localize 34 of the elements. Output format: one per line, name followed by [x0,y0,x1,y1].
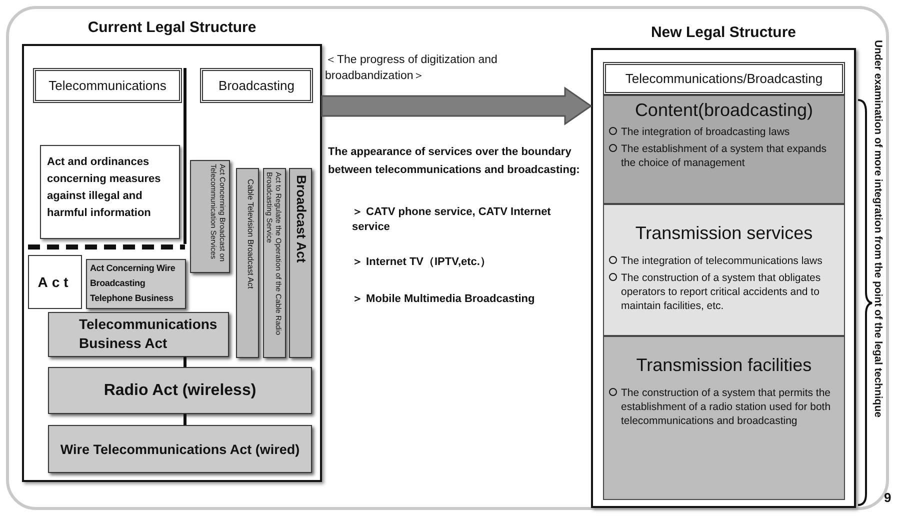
section-title: Content(broadcasting) [634,100,814,121]
law-box: Act [28,255,82,309]
law-box: Radio Act (wireless) [48,367,312,414]
side-note: Under examination of more integration from the point of the legal technique [871,40,884,420]
law-box: Broadcast Act [289,168,312,358]
law-box: Cable Television Broadcast Act [236,168,259,358]
page-number: 9 [884,490,892,505]
category-header: Telecommunications [33,68,182,103]
note-text: The appearance of services over the boundary between telecommunications and broadcasting: [328,145,581,178]
law-box: Act and ordinances concerning measures against illegal and harmful information [40,145,180,239]
section-box [603,95,845,204]
service-item: ＞ Mobile Multimedia Broadcasting [352,292,536,307]
law-box: Telecommunications Business Act [48,312,229,357]
section-title: Transmission facilities [635,355,813,376]
panel-heading: Current Legal Structure [86,18,258,38]
connector-line [184,414,186,425]
bullet-item: The construction of a system that obligates operators to report critical accidents and to maintain facilities, etc. [608,271,840,313]
section-box [603,336,845,500]
connector-line [184,357,186,367]
trend-note: ＜The progress of digitization and broadbandization＞ [325,53,498,84]
service-item: ＞ CATV phone service, CATV Internet service [352,205,552,235]
service-item: ＞ Internet TV（IPTV,etc.） [352,255,492,270]
bullet-item: The establishment of a system that expands the choice of management [608,142,840,170]
bullet-item: The integration of telecommunications laws [608,254,840,268]
law-box: Act Concerning Wire Broadcasting Telephone Business [86,259,186,309]
category-header: Telecommunications/Broadcasting [603,62,845,95]
bullet-item: The integration of broadcasting laws [608,125,840,139]
bullet-item: The construction of a system that permits the establishment of a radio station used for both telecommunications and broadcasting [608,386,840,428]
law-box: Wire Telecommunications Act (wired) [48,425,312,473]
category-header: Broadcasting [200,68,313,103]
section-title: Transmission services [634,223,814,244]
panel-heading: New Legal Structure [650,23,798,43]
section-box [603,204,845,336]
block-arrow [321,86,592,126]
